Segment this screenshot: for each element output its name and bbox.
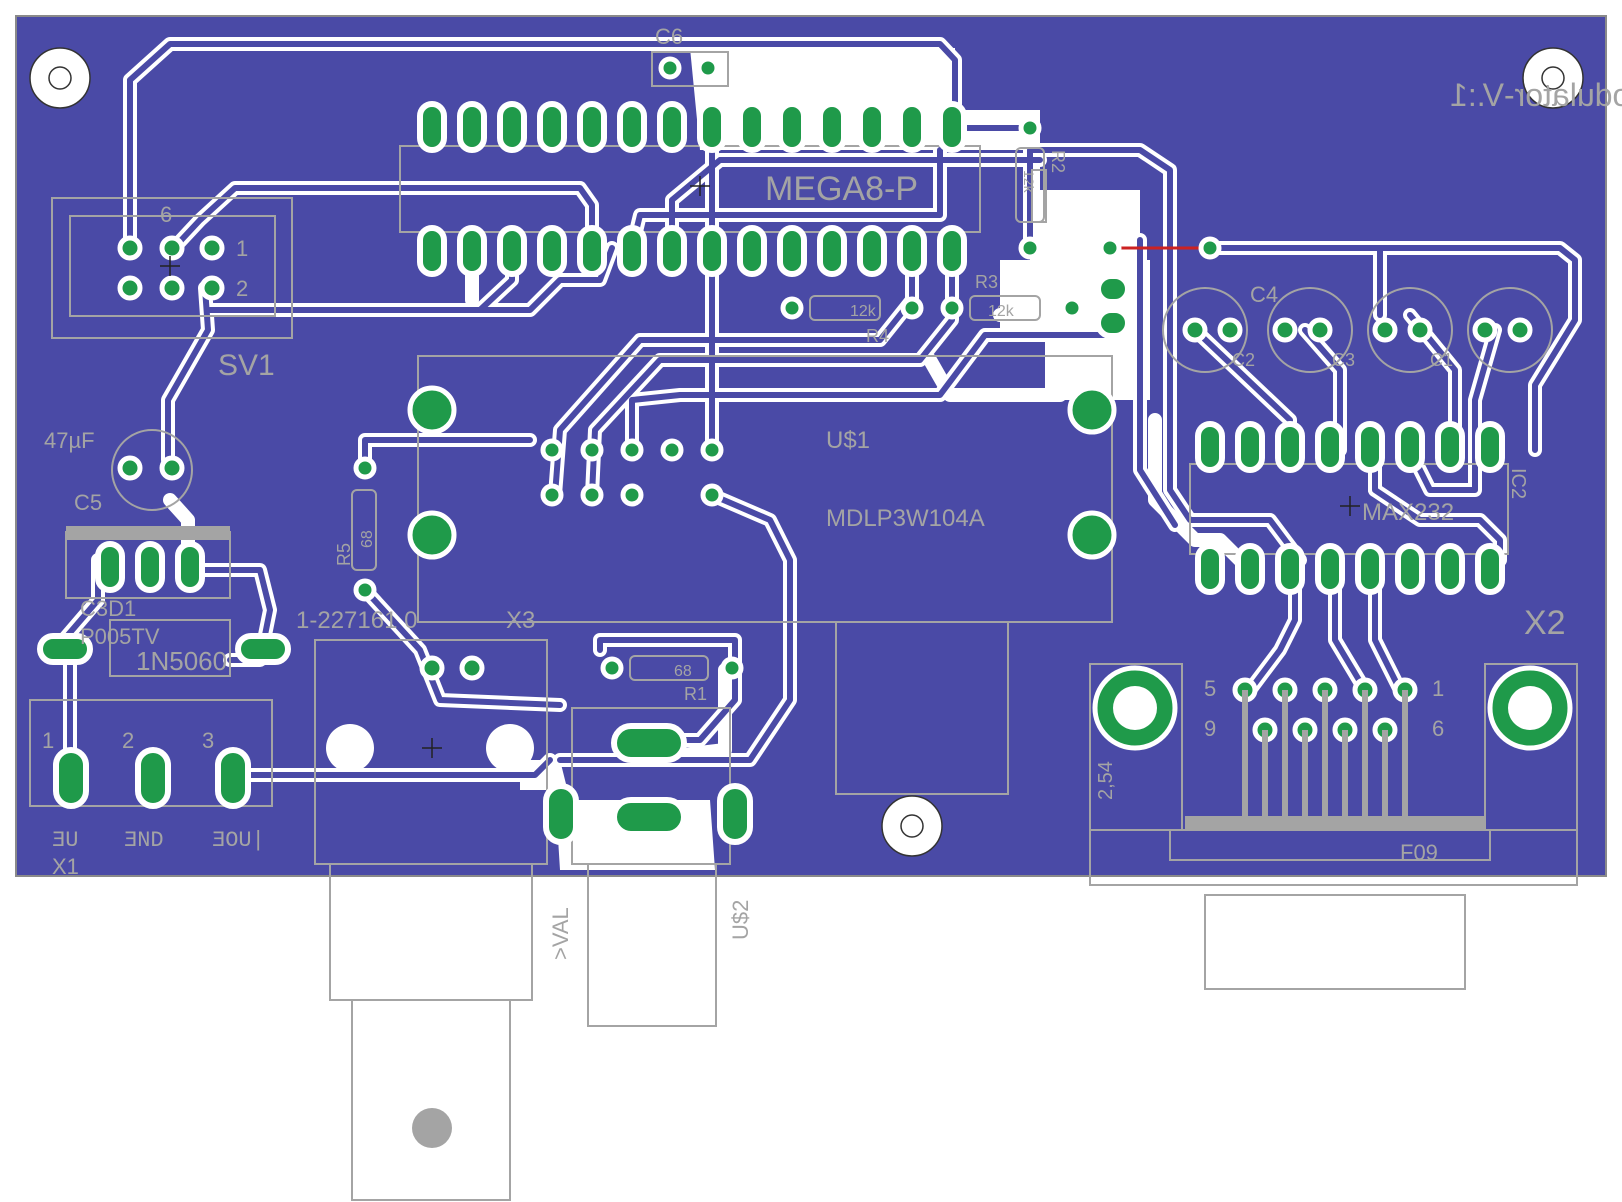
label-r1: R1 bbox=[684, 684, 707, 704]
label-tv: P005TV bbox=[80, 624, 160, 649]
label-x1-pin1: 1 bbox=[42, 728, 54, 753]
label-r5-value: 68 bbox=[359, 530, 376, 548]
label-x1-c: ƎOU| bbox=[212, 828, 265, 853]
label-r4: R4 bbox=[866, 326, 889, 346]
origin-crosses bbox=[160, 176, 1360, 758]
label-x1-a: ƎU bbox=[52, 828, 78, 853]
label-pin5: 5 bbox=[1204, 676, 1216, 701]
label-c3d1: C3D1 bbox=[80, 596, 136, 621]
mega-pads-bottom bbox=[417, 225, 967, 277]
regulator-pads bbox=[37, 273, 1131, 845]
label-pin1: 1 bbox=[1432, 676, 1444, 701]
label-c5: C5 bbox=[74, 490, 102, 515]
label-x3: X3 bbox=[506, 607, 535, 634]
big-pad-holes bbox=[326, 686, 1552, 772]
title-mirrored: Modulator-V.:1 bbox=[1450, 77, 1622, 113]
resistor-outlines bbox=[351, 147, 1045, 681]
bnc-center bbox=[412, 1108, 452, 1148]
label-max: MAX232 bbox=[1362, 499, 1454, 526]
label-ic2: IC2 bbox=[1507, 468, 1529, 499]
label-c6: C6 bbox=[655, 24, 683, 49]
label-pitch: 2,54 bbox=[1095, 761, 1117, 800]
label-c2: C2 bbox=[1232, 350, 1255, 370]
label-x2: X2 bbox=[1524, 604, 1566, 642]
label-x1-pin3: 3 bbox=[202, 728, 214, 753]
label-mdlp: MDLP3W104A bbox=[826, 505, 985, 532]
mega-pads-top bbox=[417, 101, 967, 153]
label-r3-value: 12k bbox=[988, 303, 1015, 320]
regulator-tab bbox=[66, 526, 230, 540]
label-sv1-pin6: 6 bbox=[160, 202, 172, 227]
label-f09: F09 bbox=[1400, 840, 1438, 865]
silkscreen bbox=[29, 51, 1578, 1201]
label-c1: C1 bbox=[1430, 350, 1453, 370]
label-diode: 1N5060 bbox=[136, 646, 227, 676]
label-us1: U$1 bbox=[826, 427, 870, 454]
label-r1-value: 68 bbox=[674, 663, 692, 680]
label-c5-value: 47µF bbox=[44, 428, 95, 453]
label-c4: C4 bbox=[1250, 282, 1278, 307]
label-val: >VAL bbox=[548, 907, 573, 960]
label-sv1-pin1: 1 bbox=[236, 236, 248, 261]
label-sv1: SV1 bbox=[218, 349, 275, 382]
label-r2-value: 12k bbox=[1021, 170, 1037, 194]
label-r2: R2 bbox=[1048, 150, 1068, 173]
label-pin9: 9 bbox=[1204, 716, 1216, 741]
max-pads bbox=[1195, 421, 1505, 595]
label-x1: X1 bbox=[52, 854, 79, 879]
label-r4-value: 12k bbox=[850, 303, 877, 320]
capacitor-outlines bbox=[111, 287, 1553, 511]
label-r5: R5 bbox=[334, 543, 354, 566]
label-sv1-pin2: 2 bbox=[236, 276, 248, 301]
label-x3-part: 1-227161 0 bbox=[296, 607, 417, 634]
db9-pins bbox=[1242, 690, 1408, 820]
label-us2: U$2 bbox=[728, 900, 753, 940]
db9-bar bbox=[1185, 816, 1485, 830]
label-x1-b: ƎND bbox=[124, 828, 164, 853]
label-x1-pin2: 2 bbox=[122, 728, 134, 753]
label-mega: MEGA8-P bbox=[765, 170, 918, 208]
mounting-holes bbox=[29, 47, 1584, 857]
label-pin6: 6 bbox=[1432, 716, 1444, 741]
label-r3: R3 bbox=[975, 272, 998, 292]
label-c3: C3 bbox=[1332, 350, 1355, 370]
